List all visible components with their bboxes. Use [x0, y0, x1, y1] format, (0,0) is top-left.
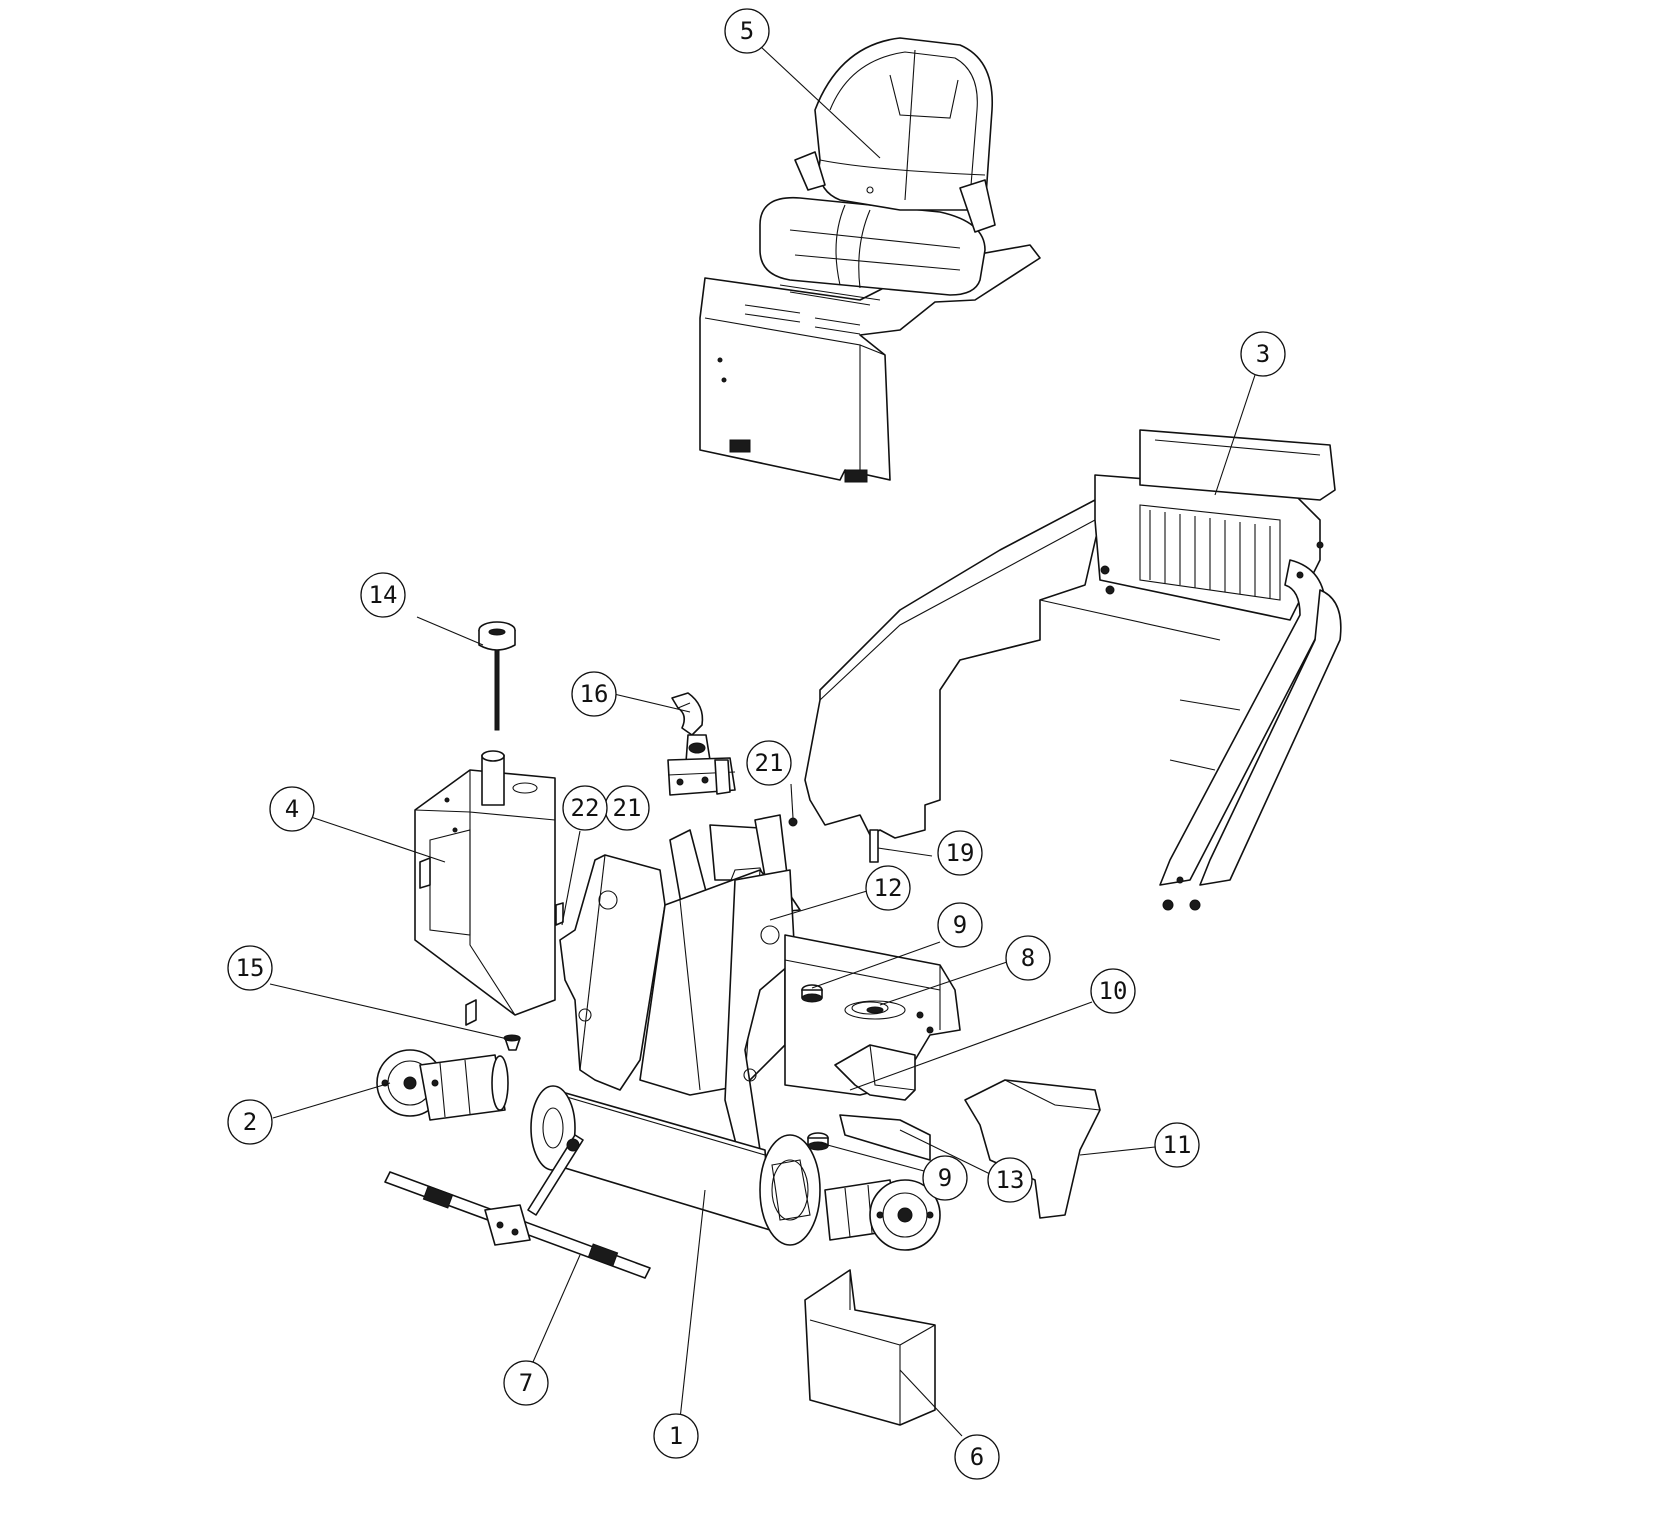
callout-label: 22	[571, 794, 600, 822]
callout-1: 1	[653, 1413, 699, 1459]
callout-label: 14	[369, 581, 398, 609]
part-mount-pad	[851, 1001, 889, 1015]
callout-16: 16	[571, 671, 617, 717]
callout-10: 10	[1090, 968, 1136, 1014]
callout-label: 1	[669, 1422, 683, 1450]
callout-label: 12	[874, 874, 903, 902]
callout-3: 3	[1240, 331, 1286, 377]
part-rubber-mount-lower	[807, 1132, 829, 1151]
part-main-chassis	[530, 854, 961, 1246]
callout-21-upper: 21	[746, 740, 792, 786]
part-cover-plate-small	[839, 1114, 931, 1161]
callout-label: 16	[580, 680, 609, 708]
callout-label: 5	[740, 17, 754, 45]
callout-19: 19	[937, 830, 983, 876]
callout-9-lower: 9	[922, 1155, 968, 1201]
callout-label: 6	[970, 1443, 984, 1471]
part-hydraulic-tank	[414, 750, 564, 1026]
part-drive-motor-left	[376, 1049, 509, 1121]
callout-15: 15	[227, 945, 273, 991]
callout-11: 11	[1154, 1122, 1200, 1168]
part-support-bracket	[834, 1044, 916, 1101]
part-rops-frame	[804, 429, 1342, 911]
part-drain-plug	[503, 1034, 521, 1051]
callout-label: 8	[1021, 944, 1035, 972]
part-side-shield	[964, 1079, 1101, 1219]
callout-13: 13	[987, 1157, 1033, 1203]
part-control-rod-linkage	[384, 1134, 651, 1279]
part-rubber-mount-upper	[801, 984, 823, 1003]
callout-2: 2	[227, 1099, 273, 1145]
leader-lines	[269, 45, 1256, 1437]
callout-9-upper: 9	[937, 902, 983, 948]
callout-label: 7	[519, 1369, 533, 1397]
callout-12: 12	[865, 865, 911, 911]
callout-label: 21	[613, 794, 642, 822]
callout-label: 13	[996, 1166, 1025, 1194]
part-fastener-21	[788, 817, 798, 827]
callout-14: 14	[360, 572, 406, 618]
callout-label: 3	[1256, 340, 1270, 368]
part-bracket-19	[869, 829, 879, 863]
callout-7: 7	[503, 1360, 549, 1406]
callout-5: 5	[724, 8, 770, 54]
callout-label: 4	[285, 795, 299, 823]
callout-22: 22	[562, 785, 608, 831]
part-filler-cap-dipstick	[478, 621, 516, 731]
callout-4: 4	[269, 786, 315, 832]
callout-label: 19	[946, 839, 975, 867]
callout-label: 11	[1163, 1131, 1192, 1159]
callout-label: 2	[243, 1108, 257, 1136]
callout-8: 8	[1005, 935, 1051, 981]
callout-label: 15	[236, 954, 265, 982]
callout-label: 9	[938, 1164, 952, 1192]
callout-label: 10	[1099, 977, 1128, 1005]
part-seat-assembly	[699, 37, 1041, 483]
part-battery-tray	[804, 1269, 936, 1426]
callout-label: 21	[755, 749, 784, 777]
callout-6: 6	[954, 1434, 1000, 1480]
callout-label: 9	[953, 911, 967, 939]
part-joystick-control-valve	[667, 692, 736, 796]
callout-21-lower: 21	[604, 785, 650, 831]
part-drive-motor-right	[824, 1179, 941, 1251]
